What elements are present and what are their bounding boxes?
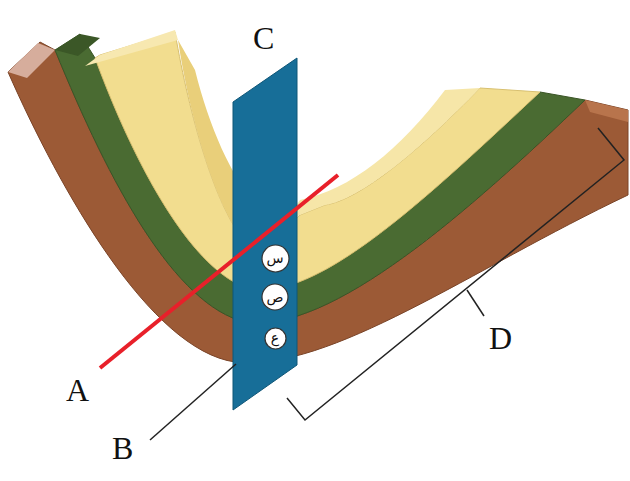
yellow-top-face [85, 30, 178, 66]
brown-right-face [585, 100, 628, 122]
circle-shape [262, 284, 288, 310]
green-top-face [55, 34, 100, 56]
part-letter: B [112, 432, 133, 464]
part-letter: D [489, 322, 512, 354]
marker-circle: ص [261, 283, 289, 311]
circle-shape [262, 245, 289, 272]
part-letter: C [253, 22, 274, 54]
part-letter: A [66, 374, 89, 406]
marker-circle: ع [264, 327, 287, 350]
brown-top-face [8, 43, 55, 78]
yellow-layer [95, 32, 540, 290]
circle-letter: س [266, 251, 283, 265]
circle-shape [265, 328, 286, 349]
bracket-leader [467, 290, 484, 316]
axis-line [100, 175, 338, 368]
circle-letter: ص [267, 290, 284, 304]
yellow-inner-floor [285, 88, 480, 222]
leader-line [150, 364, 236, 440]
circle-letter: ع [271, 331, 279, 345]
bracket [287, 128, 624, 420]
marker-circle: س [261, 244, 290, 273]
